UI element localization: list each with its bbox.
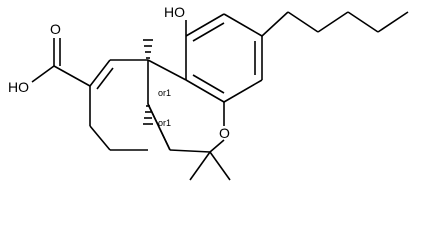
aromatic-ring — [185, 13, 263, 103]
acid-oxygen-label: O — [50, 21, 61, 37]
stereo-wedge-lower — [143, 105, 153, 125]
chemical-structure: HO O — [8, 4, 409, 181]
pentyl-chain — [261, 11, 409, 37]
ring-oxygen-label: O — [219, 125, 230, 141]
carboxylic-acid — [31, 38, 91, 87]
molecule-canvas: HO O — [8, 4, 409, 181]
stereo-label-lower: or1 — [158, 118, 171, 128]
stereo-label-upper: or1 — [158, 88, 171, 98]
acid-hydroxyl-label: HO — [8, 79, 29, 95]
gem-dimethyl — [189, 151, 231, 181]
hydroxyl-label: HO — [164, 4, 185, 20]
stereo-wedge-upper — [143, 39, 153, 59]
cyclohexene-ring — [89, 59, 171, 151]
